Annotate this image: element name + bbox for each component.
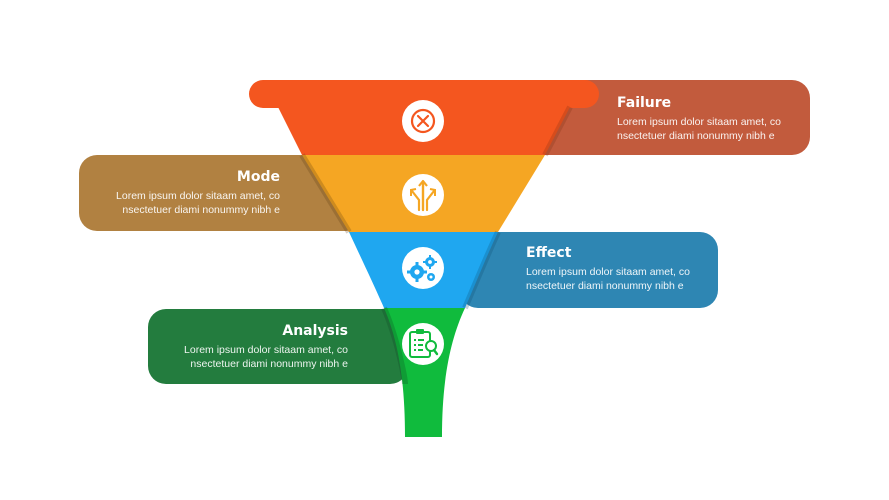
stage-body-failure-line1: Lorem ipsum dolor sitaam amet, co <box>617 116 781 128</box>
stage-body-effect-line1: Lorem ipsum dolor sitaam amet, co <box>526 266 690 278</box>
stage-body-failure-line2: nsectetuer diami nonummy nibh e <box>617 130 775 142</box>
stage-text-analysis: Analysis Lorem ipsum dolor sitaam amet, … <box>176 322 348 371</box>
close-circle-icon <box>402 100 444 142</box>
stage-title-failure: Failure <box>617 95 672 111</box>
stage-text-effect: Effect Lorem ipsum dolor sitaam amet, co… <box>526 244 706 293</box>
stage-body-analysis-line2: nsectetuer diami nonummy nibh e <box>190 358 348 370</box>
stage-body-effect-line2: nsectetuer diami nonummy nibh e <box>526 280 684 292</box>
diverging-arrows-icon <box>402 174 444 216</box>
stage-title-analysis: Analysis <box>282 323 348 339</box>
stage-text-mode: Mode Lorem ipsum dolor sitaam amet, co n… <box>108 168 280 217</box>
clipboard-search-icon <box>402 323 444 365</box>
stage-body-analysis-line1: Lorem ipsum dolor sitaam amet, co <box>184 344 348 356</box>
funnel-rim <box>249 80 599 108</box>
card-effect <box>460 232 718 308</box>
stage-title-effect: Effect <box>526 245 572 261</box>
gears-icon <box>402 247 444 289</box>
stage-body-mode-line2: nsectetuer diami nonummy nibh e <box>122 204 280 216</box>
stage-body-mode-line1: Lorem ipsum dolor sitaam amet, co <box>116 190 280 202</box>
card-analysis <box>148 309 408 384</box>
stage-title-mode: Mode <box>236 169 280 185</box>
stage-text-failure: Failure Lorem ipsum dolor sitaam amet, c… <box>617 94 797 143</box>
card-mode <box>79 155 364 231</box>
